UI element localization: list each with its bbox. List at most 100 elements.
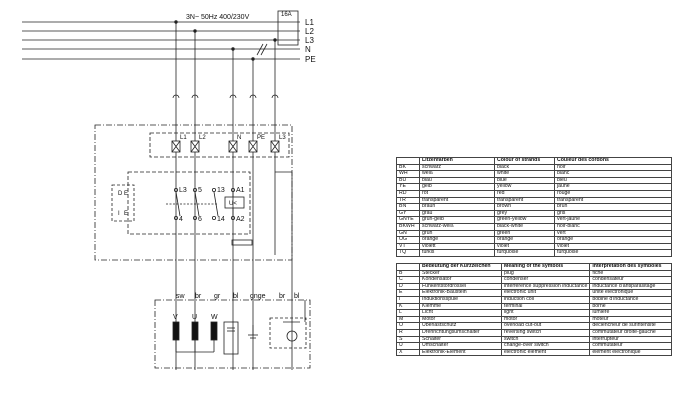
table-cell: reversing switch (500, 328, 591, 337)
table-cell: élément électronique (589, 348, 672, 357)
table-cell: GN (396, 229, 420, 238)
contact-bottom-a2: A2 (236, 216, 245, 223)
table-cell: L (396, 309, 420, 317)
contact-bottom-14: 14 (217, 216, 225, 223)
table-cell: grün (419, 229, 495, 238)
motor-label-v: V (173, 314, 178, 321)
table-cell: transparent (419, 196, 495, 205)
line-label-pe: PE (305, 55, 316, 64)
contact-top-a1: A1 (236, 187, 245, 194)
table-cell: vert-jaune (554, 216, 672, 224)
table-cell: terminal (500, 302, 591, 311)
contact-bottom-4: 4 (179, 216, 183, 223)
table-cell: Überlastschutz (419, 322, 502, 330)
table-cell: grau (419, 209, 495, 218)
table-cell: Umschalter (419, 342, 502, 350)
table-cell: turquoise (494, 249, 555, 257)
table-cell: green-yellow (494, 216, 555, 224)
table-cell: braun (419, 203, 495, 211)
motor-outline (154, 299, 311, 369)
table-cell: violett (419, 242, 495, 251)
table-cell: Stecker (419, 269, 502, 278)
table-cell: BKWH (396, 222, 420, 231)
table-cell: Elektronik-Element (419, 348, 502, 357)
table-cell: weiß (419, 170, 495, 178)
wire-label-br: br (195, 293, 202, 300)
table-cell: rot (419, 189, 495, 198)
indicator-lamp (286, 330, 298, 342)
table-cell: black-white (494, 222, 555, 231)
table-cell: X (396, 348, 420, 357)
table-cell: D (396, 282, 420, 291)
table-header-cell: Interprétation des symboles (589, 263, 672, 271)
table-cell: E (396, 289, 420, 297)
table-cell: green (494, 229, 555, 238)
supply-label: 3N~ 50Hz 400/230V (186, 14, 250, 21)
table-cell: yellow (494, 183, 555, 191)
electronic-label-d: D (118, 191, 123, 197)
table-cell: jaune (554, 183, 672, 191)
table-cell: overload cut-out (500, 322, 591, 330)
table-cell: induction coil (500, 295, 591, 304)
table-cell: motor (500, 315, 591, 324)
table-cell: blau (419, 176, 495, 185)
table-cell: borne (589, 302, 672, 311)
table-cell: red (494, 189, 555, 198)
table-header-cell: Litzenfarben (419, 157, 495, 165)
winding-w (210, 321, 218, 341)
table-cell: TQ (396, 249, 420, 257)
table-cell: brown (494, 203, 555, 211)
table-cell: light (500, 309, 591, 317)
table-cell: S (396, 335, 420, 344)
table-cell: K (396, 302, 420, 311)
contactor-coil (224, 196, 245, 209)
table-header-cell: Bedeutung der Kurzzeichen (419, 263, 502, 271)
line-label-l1: L1 (305, 18, 314, 27)
table-cell: commutateur droite-gauche (589, 328, 672, 337)
table-cell: Motor (419, 315, 502, 324)
table-header-cell: Meaning of the symbols (500, 263, 591, 271)
table-cell: schwarz (419, 163, 495, 172)
table-cell: transparent (494, 196, 555, 205)
table-cell: Elektronik-Baustein (419, 289, 502, 297)
table-cell: Drehrichtungsumschalter (419, 328, 502, 337)
terminal-label-n: N (237, 135, 241, 141)
contact-top-l3: L3 (179, 187, 187, 194)
table-header-cell (396, 263, 420, 271)
table-cell: BN (396, 203, 420, 211)
table-cell: inductance d'antiparasitage (589, 282, 672, 291)
fuse-box (277, 10, 299, 46)
contact-top-5: 5 (198, 187, 202, 194)
table-cell: U (396, 342, 420, 350)
table-cell: Kondensator (419, 276, 502, 284)
table-cell: orange (419, 236, 495, 244)
electronic-label-i: I (118, 211, 120, 217)
table-header-cell: Couleur des cordons (554, 157, 672, 165)
table-cell: R (396, 328, 420, 337)
table-cell: OG (396, 236, 420, 244)
terminal-block (149, 132, 290, 158)
table-cell: BU (396, 176, 420, 185)
symbol-table-header: Bedeutung der Kurzzeichen Meaning of the… (396, 263, 672, 271)
table-cell: Schalter (419, 335, 502, 344)
table-cell: interference suppression inductance (500, 282, 591, 291)
table-cell: blanc (554, 170, 672, 178)
table-cell: WH (396, 170, 420, 178)
table-cell: change-over switch (500, 342, 591, 350)
wire-table-header: Litzenfarben Colour of strands Couleur d… (396, 157, 672, 165)
